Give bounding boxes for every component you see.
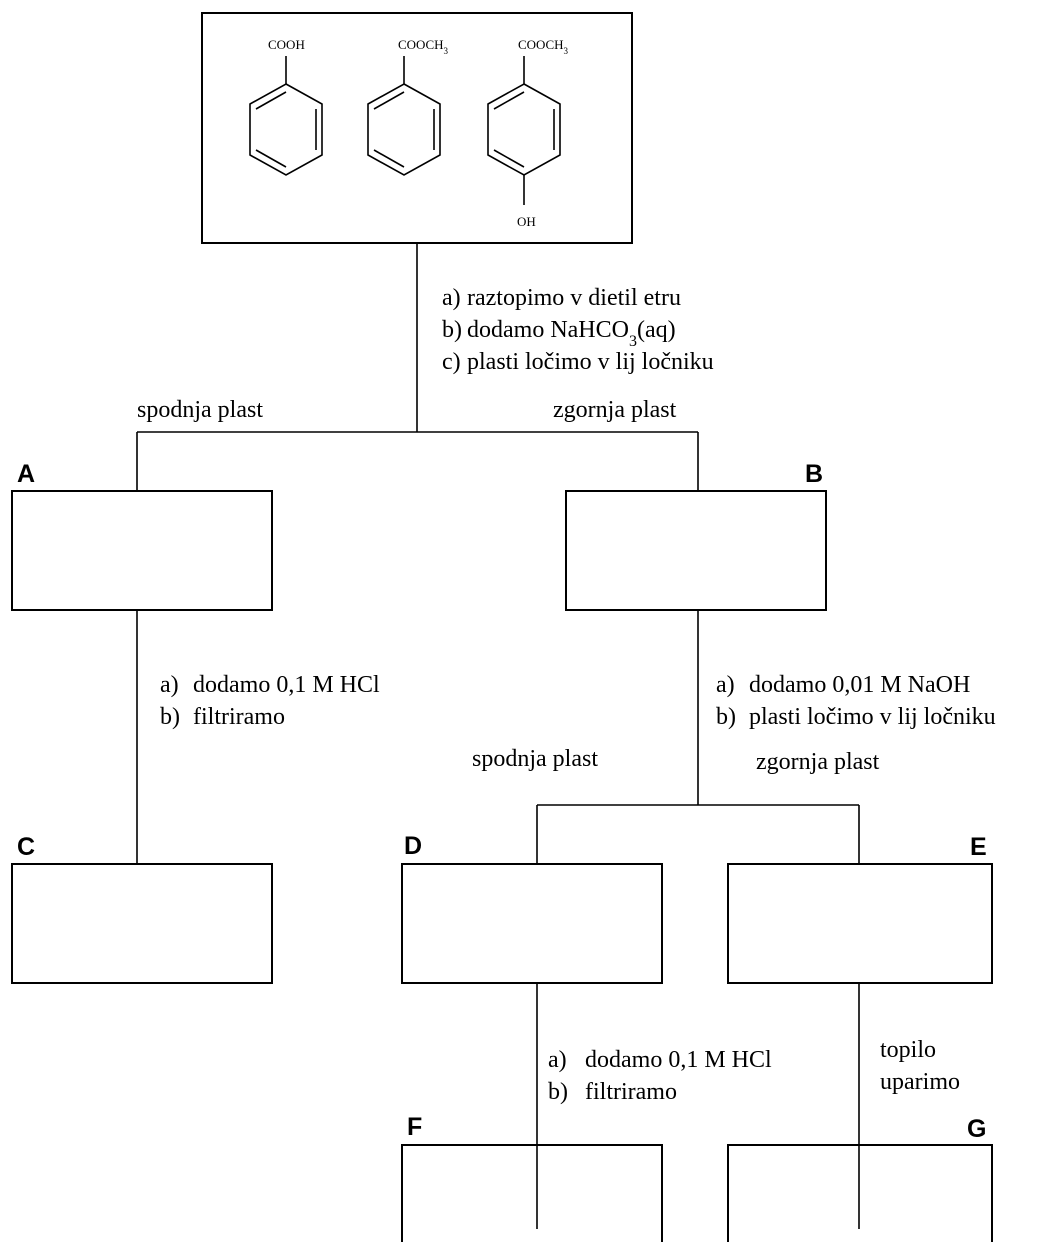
step-e-instructions: topilo uparimo <box>880 1037 960 1095</box>
box-e <box>727 863 993 984</box>
svg-text:b)filtriramo: b)filtriramo <box>548 1079 677 1105</box>
box-b <box>565 490 827 611</box>
svg-text:c)plasti ločimo v lij ločniku: c)plasti ločimo v lij ločniku <box>442 349 714 375</box>
compound-1-substituent: COOH <box>268 37 305 52</box>
split1-left-layer-label: spodnja plast <box>137 397 263 423</box>
svg-text:a)dodamo 0,1 M HCl: a)dodamo 0,1 M HCl <box>548 1047 772 1073</box>
svg-text:b)plasti ločimo v lij ločniku: b)plasti ločimo v lij ločniku <box>716 704 996 730</box>
svg-text:b)filtriramo: b)filtriramo <box>160 704 285 730</box>
split2-left-layer-label: spodnja plast <box>472 746 598 772</box>
compound-3-para-substituent: OH <box>517 214 536 229</box>
step-b-instructions: a)dodamo 0,01 M NaOH b)plasti ločimo v l… <box>716 672 996 730</box>
step1-instructions: a)raztopimo v dietil etru b)dodamo NaHCO… <box>442 285 714 375</box>
box-c <box>11 863 273 984</box>
svg-text:a)dodamo 0,1 M HCl: a)dodamo 0,1 M HCl <box>160 672 380 698</box>
compound-benzoic-acid: COOH <box>249 37 323 176</box>
box-e-label: E <box>970 833 987 861</box>
step-a-instructions: a)dodamo 0,1 M HCl b)filtriramo <box>160 672 380 730</box>
compound-2-substituent: COOCH3 <box>398 37 449 56</box>
split2-right-layer-label: zgornja plast <box>756 749 880 775</box>
box-d <box>401 863 663 984</box>
box-g-label: G <box>967 1115 986 1143</box>
box-f-label: F <box>407 1113 422 1141</box>
compound-methyl-benzoate: COOCH3 <box>367 37 449 176</box>
box-c-label: C <box>17 833 35 861</box>
svg-text:a)raztopimo v dietil etru: a)raztopimo v dietil etru <box>442 285 681 311</box>
svg-text:topilo: topilo <box>880 1037 936 1063</box>
compound-3-substituent: COOCH3 <box>518 37 569 56</box>
box-d-label: D <box>404 832 422 860</box>
compound-methyl-4-hydroxybenzoate: COOCH3 OH <box>487 37 569 229</box>
box-b-label: B <box>805 460 823 488</box>
svg-text:uparimo: uparimo <box>880 1069 960 1095</box>
box-g <box>727 1144 993 1242</box>
svg-text:b)dodamo NaHCO3(aq): b)dodamo NaHCO3(aq) <box>442 317 676 350</box>
svg-text:a)dodamo 0,01 M NaOH: a)dodamo 0,01 M NaOH <box>716 672 970 698</box>
split1-right-layer-label: zgornja plast <box>553 397 677 423</box>
box-a-label: A <box>17 460 35 488</box>
box-a <box>11 490 273 611</box>
step-d-instructions: a)dodamo 0,1 M HCl b)filtriramo <box>548 1047 772 1105</box>
box-f <box>401 1144 663 1242</box>
